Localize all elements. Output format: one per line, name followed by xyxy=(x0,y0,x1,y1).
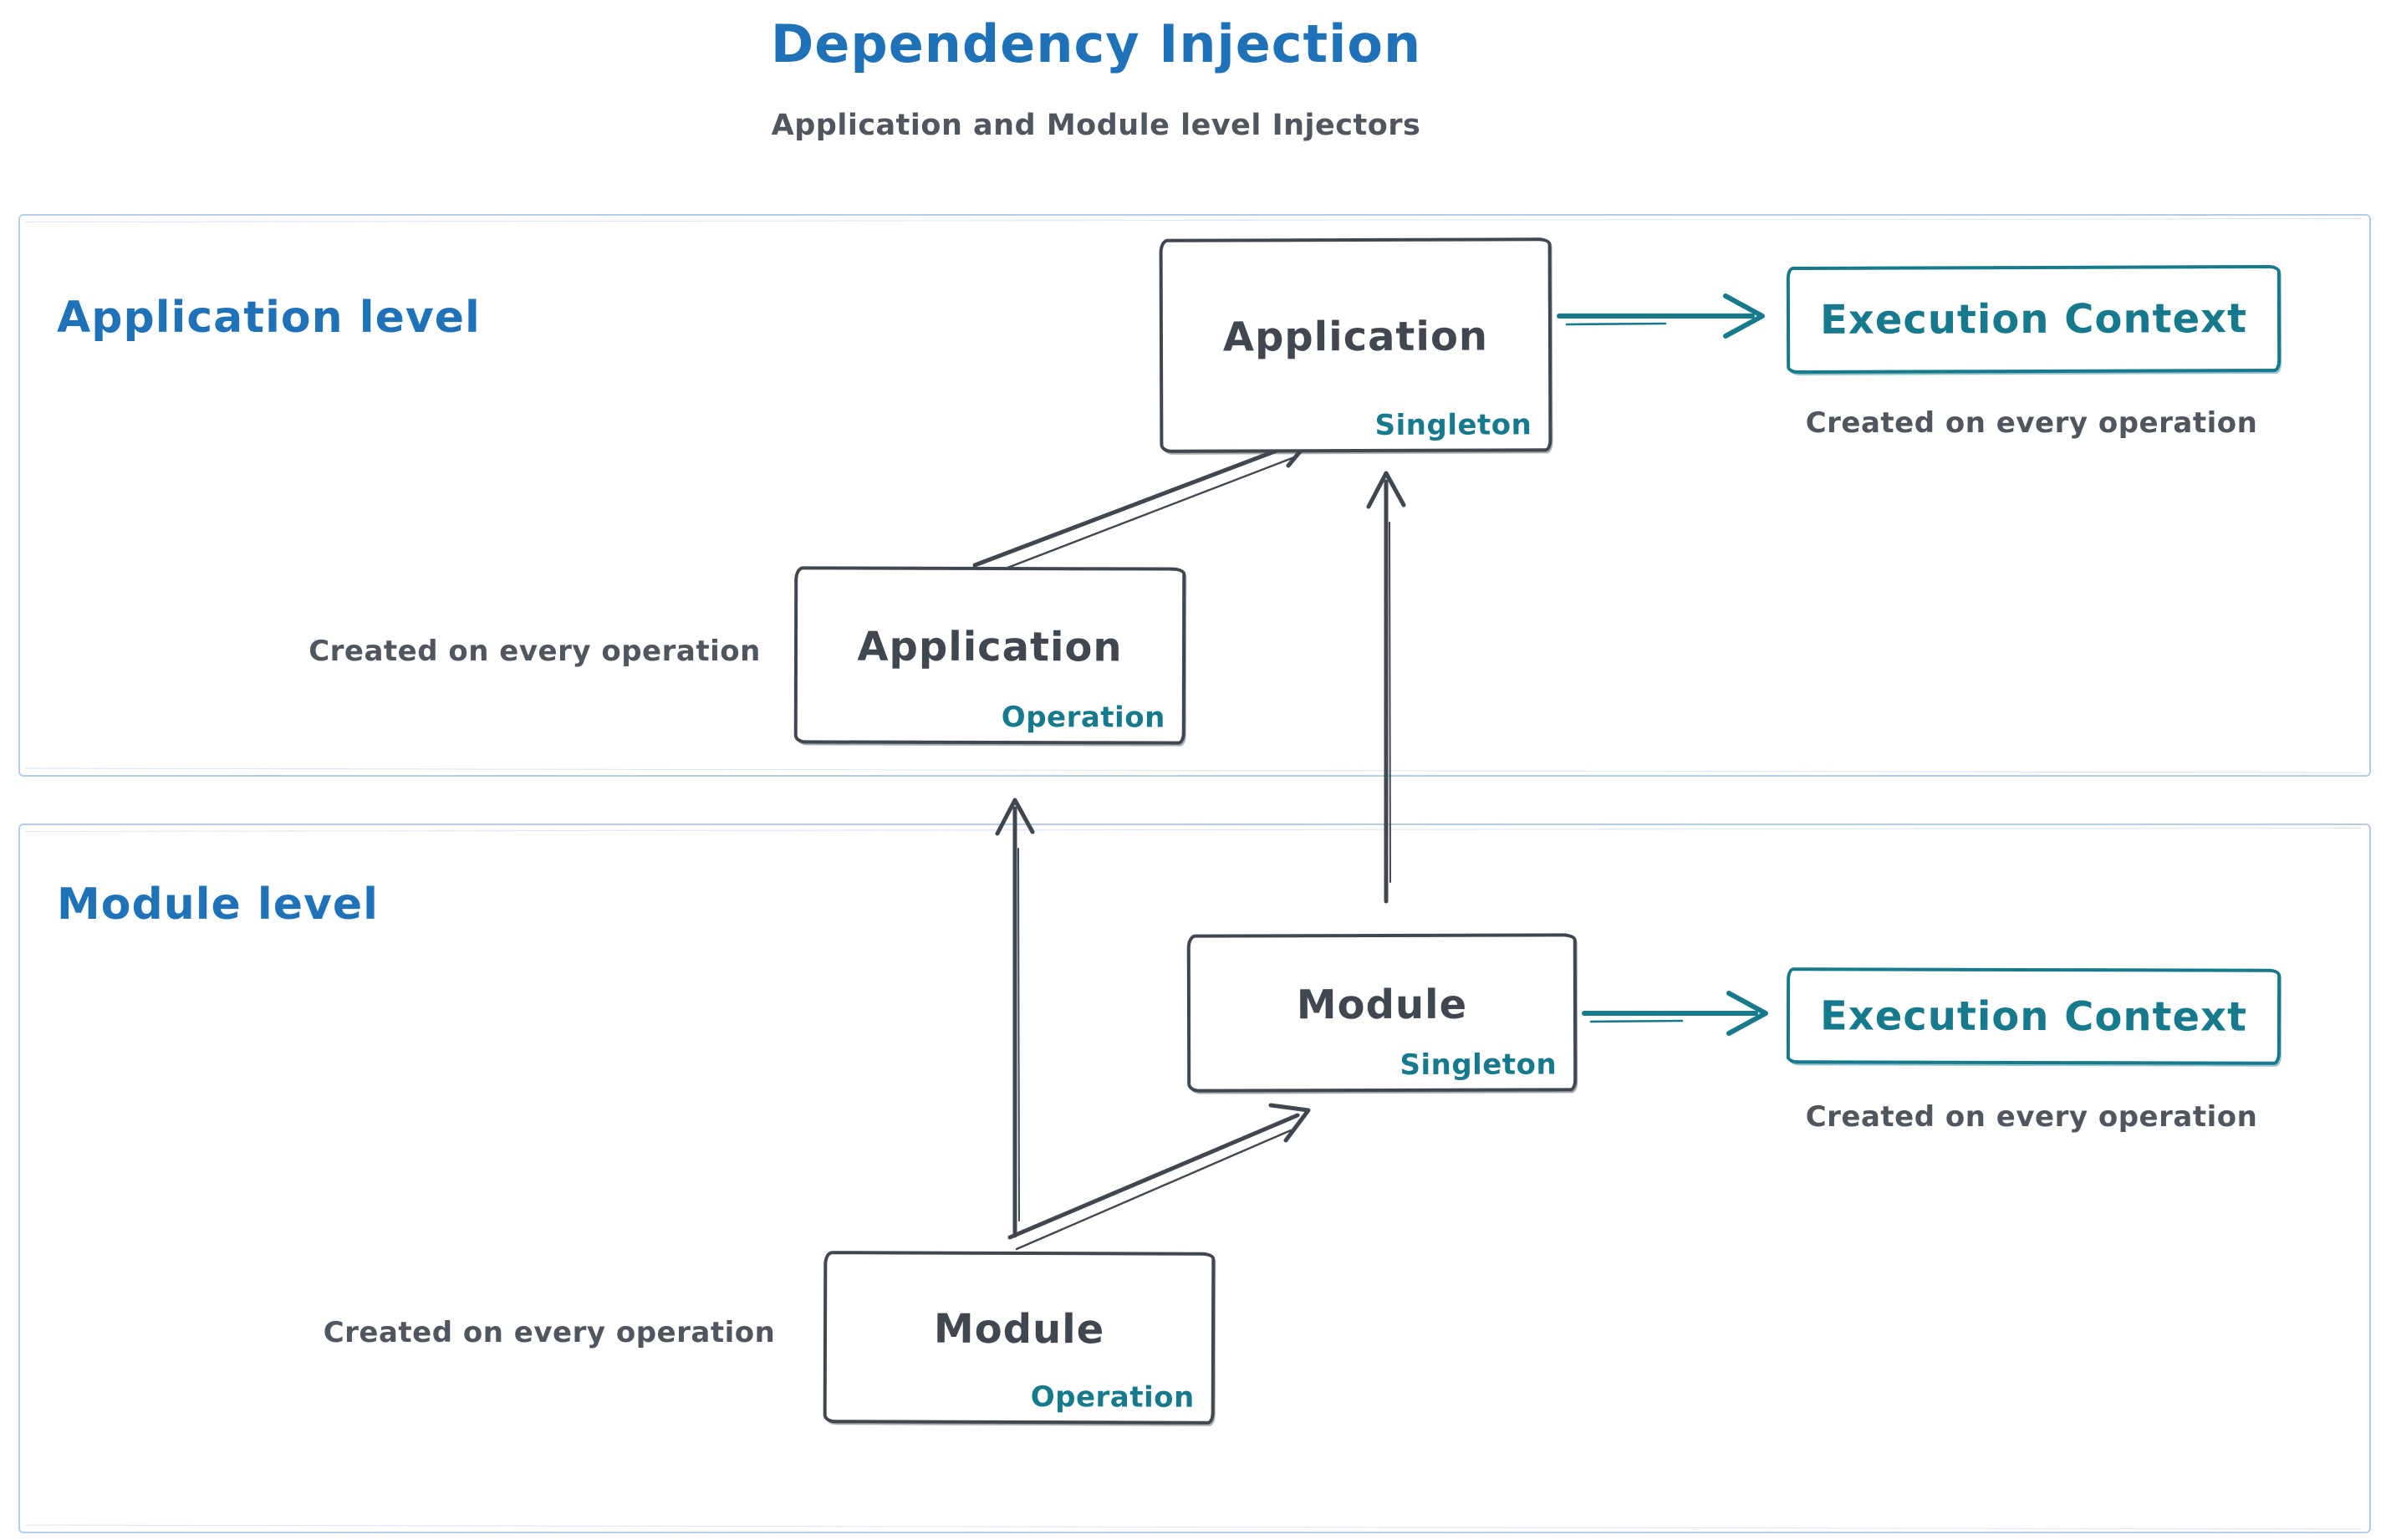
app-operation-node: Application Operation xyxy=(793,566,1186,745)
module-level-panel xyxy=(18,824,2371,1533)
application-level-label: Application level xyxy=(57,293,481,343)
module-execution-context-caption: Created on every operation xyxy=(1805,1100,2258,1134)
module-operation-caption: Created on every operation xyxy=(323,1316,776,1349)
module-level-label: Module level xyxy=(57,880,379,930)
app-execution-context-caption: Created on every operation xyxy=(1805,406,2258,440)
module-execution-context-node: Execution Context xyxy=(1786,967,2281,1065)
application-level-panel xyxy=(18,214,2371,777)
module-execution-context-title: Execution Context xyxy=(1819,992,2248,1041)
app-singleton-title: Application xyxy=(1222,313,1489,361)
diagram-title: Dependency Injection xyxy=(770,13,1422,74)
app-execution-context-node: Execution Context xyxy=(1786,264,2281,375)
app-singleton-scope-badge: Singleton xyxy=(1374,408,1532,442)
module-operation-node: Module Operation xyxy=(823,1251,1216,1425)
module-operation-scope-badge: Operation xyxy=(1030,1380,1195,1415)
diagram-subtitle: Application and Module level Injectors xyxy=(771,109,1421,142)
module-singleton-node: Module Singleton xyxy=(1186,933,1578,1093)
module-singleton-title: Module xyxy=(1296,981,1468,1028)
app-operation-scope-badge: Operation xyxy=(1001,701,1165,735)
app-operation-title: Application xyxy=(857,623,1123,671)
app-execution-context-title: Execution Context xyxy=(1819,295,2248,344)
module-operation-title: Module xyxy=(933,1305,1105,1354)
app-operation-caption: Created on every operation xyxy=(308,635,761,668)
app-singleton-node: Application Singleton xyxy=(1159,237,1552,453)
module-singleton-scope-badge: Singleton xyxy=(1399,1048,1558,1082)
